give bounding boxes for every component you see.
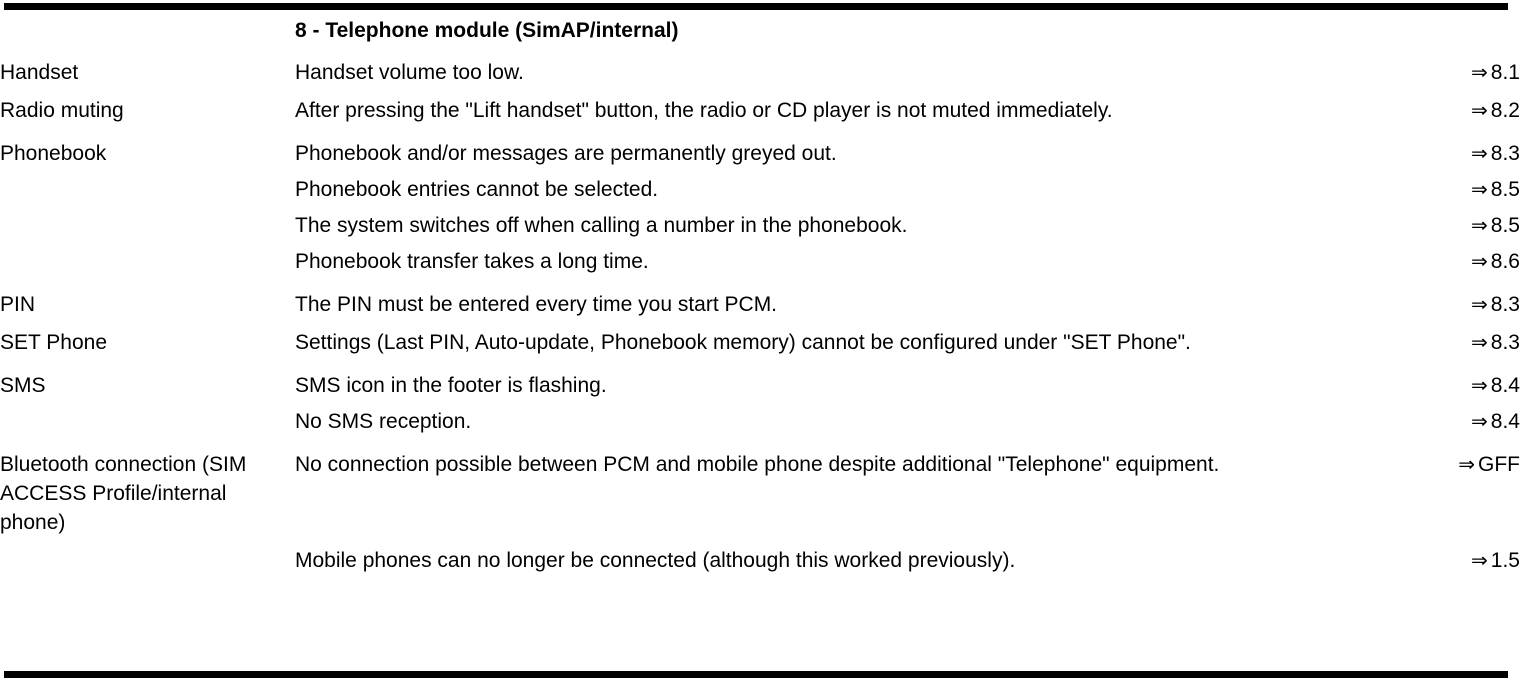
double-arrow-icon: ⇒ (1471, 177, 1488, 201)
row-reference[interactable]: ⇒8.4 (1420, 357, 1520, 400)
row-reference-value: 8.4 (1490, 410, 1520, 433)
table-row: Bluetooth connection (SIM ACCESS Profile… (0, 436, 1520, 537)
table-top-rule (4, 3, 1508, 10)
row-label (0, 204, 295, 240)
table-header-row: 8 - Telephone module (SimAP/internal) (0, 10, 1520, 49)
double-arrow-icon: ⇒ (1471, 249, 1488, 273)
double-arrow-icon: ⇒ (1471, 330, 1488, 354)
row-description: Handset volume too low. (295, 61, 524, 84)
row-description: No SMS reception. (295, 410, 472, 433)
table-row: Handset Handset volume too low. ⇒8.1 (0, 49, 1520, 87)
double-arrow-icon: ⇒ (1471, 409, 1488, 433)
table-bottom-rule (4, 671, 1508, 678)
table-row: Phonebook entries cannot be selected. ⇒8… (0, 168, 1520, 204)
row-reference[interactable]: ⇒8.5 (1420, 168, 1520, 204)
row-description: Mobile phones can no longer be connected… (295, 549, 1016, 572)
row-label: SMS (0, 374, 46, 397)
row-label: SET Phone (0, 331, 108, 354)
header-reference-cell (1420, 10, 1520, 49)
table-row: Phonebook Phonebook and/or messages are … (0, 125, 1520, 168)
row-description: No connection possible between PCM and m… (295, 453, 1220, 476)
row-description: Phonebook entries cannot be selected. (295, 178, 659, 201)
row-description: The system switches off when calling a n… (295, 214, 908, 237)
troubleshooting-table: 8 - Telephone module (SimAP/internal) Ha… (0, 10, 1520, 575)
row-label: Phonebook (0, 142, 107, 165)
header-label-cell (0, 10, 295, 49)
row-description: SMS icon in the footer is flashing. (295, 374, 607, 397)
row-label (0, 400, 295, 436)
row-reference[interactable]: ⇒8.2 (1420, 87, 1520, 125)
double-arrow-icon: ⇒ (1471, 213, 1488, 237)
row-reference-value: GFF (1478, 453, 1520, 476)
row-reference[interactable]: ⇒8.3 (1420, 276, 1520, 319)
row-label (0, 537, 295, 575)
table-row: PIN The PIN must be entered every time y… (0, 276, 1520, 319)
row-reference-value: 8.6 (1490, 250, 1520, 273)
row-reference[interactable]: ⇒8.6 (1420, 240, 1520, 276)
row-reference[interactable]: ⇒8.3 (1420, 125, 1520, 168)
row-reference-value: 8.3 (1490, 293, 1520, 316)
double-arrow-icon: ⇒ (1471, 60, 1488, 84)
double-arrow-icon: ⇒ (1471, 98, 1488, 122)
row-description: Phonebook and/or messages are permanentl… (295, 142, 837, 165)
table-row: SMS SMS icon in the footer is flashing. … (0, 357, 1520, 400)
table-row: SET Phone Settings (Last PIN, Auto-updat… (0, 319, 1520, 357)
row-reference-value: 8.4 (1490, 374, 1520, 397)
row-label (0, 168, 295, 204)
row-description: Settings (Last PIN, Auto-update, Phonebo… (295, 331, 1191, 354)
row-reference-value: 8.3 (1490, 331, 1520, 354)
double-arrow-icon: ⇒ (1471, 373, 1488, 397)
double-arrow-icon: ⇒ (1458, 452, 1475, 476)
row-description: Phonebook transfer takes a long time. (295, 250, 649, 273)
row-reference-value: 8.2 (1490, 99, 1520, 122)
row-description: After pressing the "Lift handset" button… (295, 99, 1113, 122)
double-arrow-icon: ⇒ (1471, 548, 1488, 572)
table-body: 8 - Telephone module (SimAP/internal) Ha… (0, 10, 1520, 575)
double-arrow-icon: ⇒ (1471, 141, 1488, 165)
row-reference-value: 8.5 (1490, 214, 1520, 237)
row-reference-value: 8.3 (1490, 142, 1520, 165)
row-reference[interactable]: ⇒8.4 (1420, 400, 1520, 436)
row-reference-value: 1.5 (1490, 549, 1520, 572)
row-label: Radio muting (0, 99, 124, 122)
row-reference[interactable]: ⇒8.5 (1420, 204, 1520, 240)
table-row: Phonebook transfer takes a long time. ⇒8… (0, 240, 1520, 276)
row-reference-value: 8.5 (1490, 178, 1520, 201)
row-reference[interactable]: ⇒8.3 (1420, 319, 1520, 357)
row-reference[interactable]: ⇒1.5 (1420, 537, 1520, 575)
row-label: Handset (0, 61, 79, 84)
header-title-cell: 8 - Telephone module (SimAP/internal) (295, 19, 679, 42)
row-label (0, 240, 295, 276)
row-description: The PIN must be entered every time you s… (295, 293, 778, 316)
table-row: Radio muting After pressing the "Lift ha… (0, 87, 1520, 125)
table-row: No SMS reception. ⇒8.4 (0, 400, 1520, 436)
row-label: PIN (0, 293, 36, 316)
table-row: The system switches off when calling a n… (0, 204, 1520, 240)
row-label: Bluetooth connection (SIM ACCESS Profile… (0, 453, 247, 534)
row-reference-value: 8.1 (1490, 61, 1520, 84)
row-reference[interactable]: ⇒8.1 (1420, 49, 1520, 87)
table-row: Mobile phones can no longer be connected… (0, 537, 1520, 575)
double-arrow-icon: ⇒ (1471, 292, 1488, 316)
row-reference[interactable]: ⇒GFF (1420, 436, 1520, 537)
